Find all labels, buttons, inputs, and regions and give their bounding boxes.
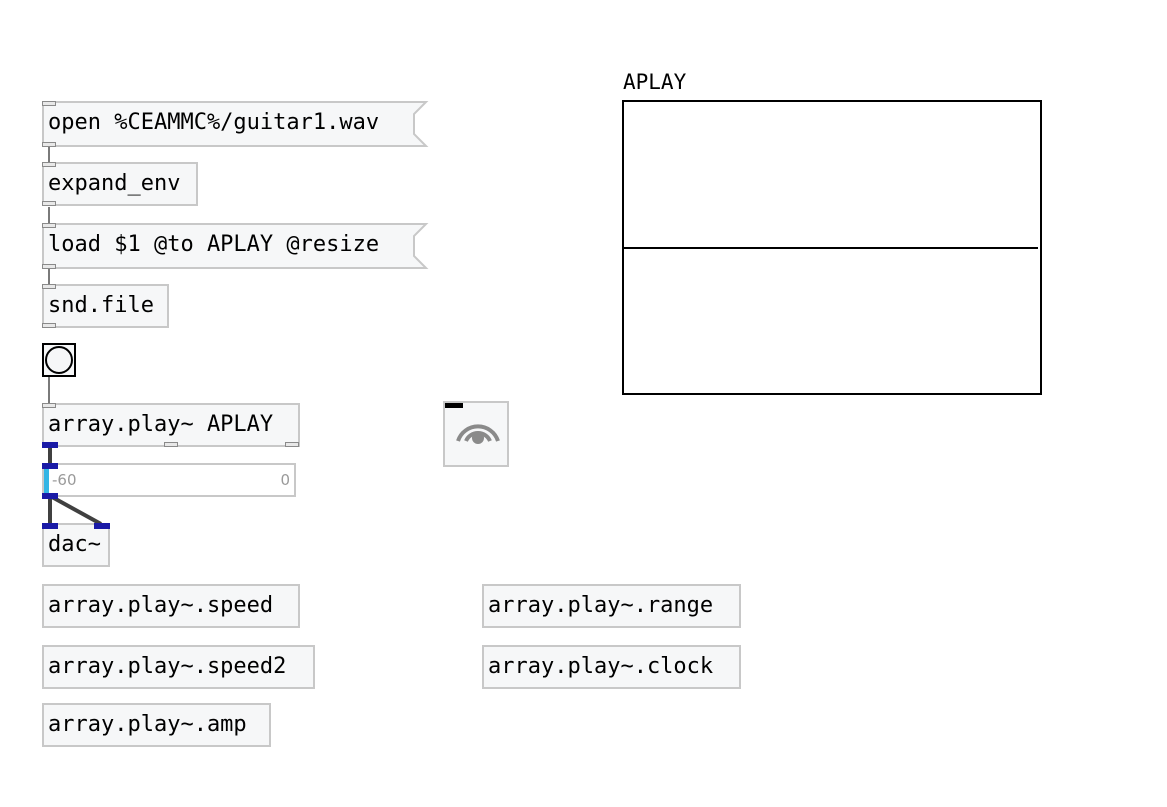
snd-file-object[interactable]: snd.file xyxy=(42,284,169,328)
array-waveform-line xyxy=(624,247,1038,249)
object-text: array.play~.amp xyxy=(48,712,247,737)
wire xyxy=(48,207,50,223)
outlet[interactable] xyxy=(42,323,56,328)
array-graph[interactable] xyxy=(622,100,1042,395)
wire xyxy=(48,146,50,162)
message-text: load $1 @to APLAY @resize xyxy=(48,232,380,257)
bang-button[interactable] xyxy=(42,343,76,377)
inlet[interactable] xyxy=(42,101,56,106)
inlet[interactable] xyxy=(42,223,56,228)
signal-outlet[interactable] xyxy=(42,493,58,499)
inlet[interactable] xyxy=(42,284,56,289)
signal-inlet-right[interactable] xyxy=(94,523,110,529)
open-file-message[interactable]: open %CEAMMC%/guitar1.wav xyxy=(42,101,430,147)
slider-fill xyxy=(44,465,49,495)
dsp-toggle[interactable] xyxy=(443,401,509,467)
slider-min-label: -60 xyxy=(52,471,77,489)
see-also-amp[interactable]: array.play~.amp xyxy=(42,703,271,747)
object-text: array.play~.speed2 xyxy=(48,654,287,679)
wire xyxy=(48,268,50,284)
bang-circle xyxy=(45,346,73,374)
slider-max-label: 0 xyxy=(280,471,290,489)
see-also-speed[interactable]: array.play~.speed xyxy=(42,584,300,628)
wire xyxy=(48,377,50,403)
array-name-label: APLAY xyxy=(623,70,687,94)
object-text: array.play~.speed xyxy=(48,593,274,618)
outlet[interactable] xyxy=(42,264,56,269)
object-text: array.play~.clock xyxy=(488,654,714,679)
outlet[interactable] xyxy=(285,442,299,447)
gain-slider[interactable]: -60 0 xyxy=(42,463,296,499)
outlet[interactable] xyxy=(42,142,56,147)
message-text: open %CEAMMC%/guitar1.wav xyxy=(48,110,380,135)
outlet[interactable] xyxy=(42,201,56,206)
object-text: array.play~.range xyxy=(488,593,714,618)
object-text: expand_env xyxy=(48,171,181,196)
inlet[interactable] xyxy=(42,162,56,167)
dac-object[interactable]: dac~ xyxy=(42,523,110,567)
object-text: array.play~ APLAY xyxy=(48,412,274,437)
dsp-indicator xyxy=(445,403,463,408)
signal-outlet[interactable] xyxy=(42,442,58,448)
load-array-message[interactable]: load $1 @to APLAY @resize xyxy=(42,223,430,269)
object-text: dac~ xyxy=(48,532,101,557)
see-also-range[interactable]: array.play~.range xyxy=(482,584,741,628)
speaker-wave-icon xyxy=(456,424,500,444)
array-play-object[interactable]: array.play~ APLAY xyxy=(42,403,300,448)
signal-inlet[interactable] xyxy=(42,463,58,469)
see-also-speed2[interactable]: array.play~.speed2 xyxy=(42,645,315,689)
expand-env-object[interactable]: expand_env xyxy=(42,162,198,206)
inlet[interactable] xyxy=(42,403,56,408)
see-also-clock[interactable]: array.play~.clock xyxy=(482,645,741,689)
outlet[interactable] xyxy=(164,442,178,447)
signal-inlet-left[interactable] xyxy=(42,523,58,529)
object-text: snd.file xyxy=(48,293,154,318)
